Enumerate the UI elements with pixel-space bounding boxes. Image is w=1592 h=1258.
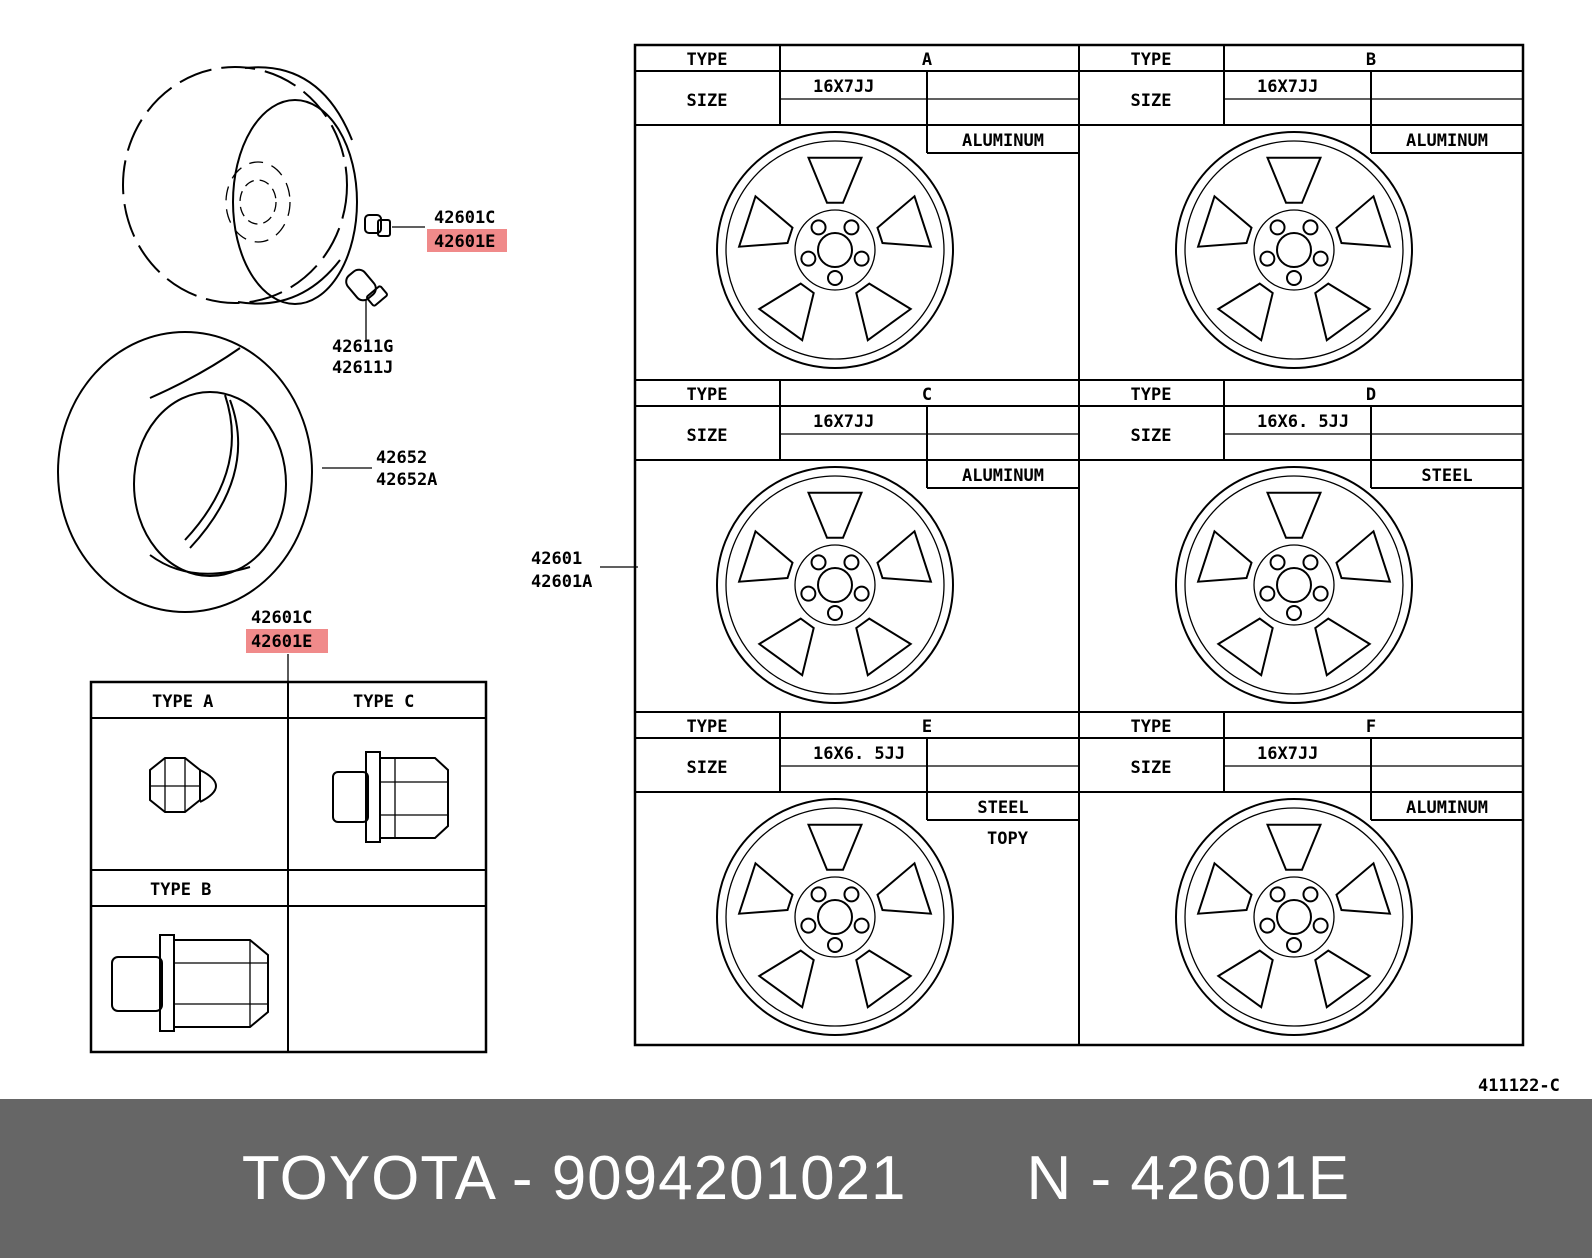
label-42611g: 42611G <box>332 337 393 357</box>
wheel-f-material: ALUMINUM <box>1406 798 1488 818</box>
label-42601e-bottom: 42601E <box>251 632 312 652</box>
wheel-b-rim-icon <box>1175 131 1413 369</box>
wheel-d-type-label: TYPE <box>1131 385 1172 405</box>
label-42652: 42652 <box>376 448 427 468</box>
wheel-a-type-label: TYPE <box>687 50 728 70</box>
tire-drawing <box>57 331 372 613</box>
wheel-e-rim-icon <box>716 798 954 1036</box>
wheel-e-type-label: TYPE <box>687 717 728 737</box>
wheel-d-type-value: D <box>1366 385 1376 405</box>
wheel-type-table <box>633 43 1525 1047</box>
nut-type-b-header: TYPE B <box>150 880 211 900</box>
wheel-d-rim-icon <box>1175 466 1413 704</box>
wheel-c-size-label: SIZE <box>687 426 728 446</box>
valve-stem-icon <box>345 268 388 340</box>
label-42601a: 42601A <box>531 572 592 592</box>
wheel-c-material: ALUMINUM <box>962 466 1044 486</box>
nut-type-table <box>89 680 488 1054</box>
footer-reference-number: N - 42601E <box>1026 1144 1351 1213</box>
wheel-d-size-value: 16X6. 5JJ <box>1257 412 1349 432</box>
wheel-d-cell: TYPE D SIZE 16X6. 5JJ STEEL <box>1079 380 1524 704</box>
wheel-e-cell: TYPE E SIZE 16X6. 5JJ STEEL TOPY <box>635 712 1080 1036</box>
spare-wheel-drawing <box>122 66 358 305</box>
wheel-f-rim-icon <box>1175 798 1413 1036</box>
label-42601: 42601 <box>531 549 582 569</box>
wheel-c-size-value: 16X7JJ <box>813 412 874 432</box>
wheel-f-cell: TYPE F SIZE 16X7JJ ALUMINUM <box>1079 712 1524 1036</box>
wheel-b-type-label: TYPE <box>1131 50 1172 70</box>
nut-type-c-header: TYPE C <box>353 692 414 712</box>
wheel-b-type-value: B <box>1366 50 1376 70</box>
wheel-b-size-value: 16X7JJ <box>1257 77 1318 97</box>
label-42611j: 42611J <box>332 358 393 378</box>
lug-nut-type-c-icon <box>332 751 449 843</box>
label-42601c-bottom: 42601C <box>251 608 312 628</box>
wheel-f-size-value: 16X7JJ <box>1257 744 1318 764</box>
wheel-f-type-label: TYPE <box>1131 717 1172 737</box>
wheel-a-size-value: 16X7JJ <box>813 77 874 97</box>
footer-bar: TOYOTA - 9094201021 N - 42601E <box>0 1099 1592 1258</box>
wheel-f-type-value: F <box>1366 717 1376 737</box>
nut-type-a-header: TYPE A <box>152 692 213 712</box>
wheel-c-rim-icon <box>716 466 954 704</box>
footer-brand-part-number: TOYOTA - 9094201021 <box>241 1144 907 1213</box>
wheel-e-material: STEEL <box>977 798 1028 818</box>
wheel-d-material: STEEL <box>1421 466 1472 486</box>
wheel-c-type-value: C <box>922 385 932 405</box>
lug-nut-type-b-icon <box>111 934 269 1032</box>
label-42652a: 42652A <box>376 470 437 490</box>
lug-nut-small-icon <box>364 214 425 237</box>
wheel-e-note: TOPY <box>987 829 1029 849</box>
label-42601e-top: 42601E <box>434 232 495 252</box>
wheel-a-type-value: A <box>922 50 932 70</box>
wheel-d-size-label: SIZE <box>1131 426 1172 446</box>
wheel-c-cell: TYPE C SIZE 16X7JJ ALUMINUM <box>635 380 1080 704</box>
wheel-a-material: ALUMINUM <box>962 131 1044 151</box>
wheel-b-material: ALUMINUM <box>1406 131 1488 151</box>
wheel-a-size-label: SIZE <box>687 91 728 111</box>
wheel-e-size-label: SIZE <box>687 758 728 778</box>
label-42601c-top: 42601C <box>434 208 495 228</box>
footer-text: TOYOTA - 9094201021 N - 42601E <box>0 1099 1592 1258</box>
wheel-e-type-value: E <box>922 717 932 737</box>
wheel-e-size-value: 16X6. 5JJ <box>813 744 905 764</box>
parts-diagram: 42601C 42601E 42611G 42611J 42652 42652A… <box>57 43 1560 1096</box>
wheel-b-size-label: SIZE <box>1131 91 1172 111</box>
wheel-a-rim-icon <box>716 131 954 369</box>
highlight-42601e-top <box>427 229 507 252</box>
drawing-code: 411122-C <box>1478 1076 1560 1096</box>
wheel-c-type-label: TYPE <box>687 385 728 405</box>
wheel-b-cell: TYPE B SIZE 16X7JJ ALUMINUM <box>1079 45 1524 369</box>
lug-nut-type-a-icon <box>149 757 217 813</box>
wheel-f-size-label: SIZE <box>1131 758 1172 778</box>
highlight-42601e-bottom <box>246 629 328 653</box>
wheel-a-cell: TYPE A SIZE 16X7JJ ALUMINUM <box>635 45 1080 369</box>
